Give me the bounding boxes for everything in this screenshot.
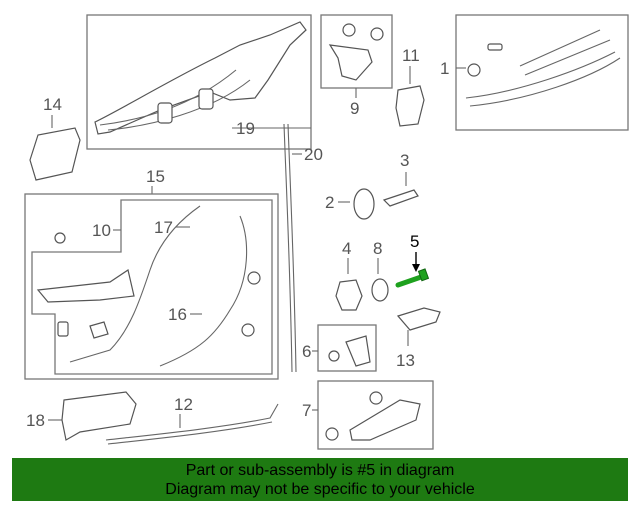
callout-16: 16 [168,305,187,324]
callout-19: 19 [236,119,255,138]
parts-diagram: 19 9 11 1 14 20 2 [24,14,629,450]
part-16-cable [159,215,248,367]
callout-13: 13 [396,351,415,370]
callout-7: 7 [302,401,311,420]
part-19-group: 19 [86,14,312,150]
part-12-group: 12 [105,395,279,445]
callout-6: 6 [302,342,311,361]
part-16-clip-b [241,323,255,337]
part-1-grommet [467,63,481,77]
outside-handle-frame-shape [94,21,307,135]
part-7-bolt-b [325,427,339,441]
part-11-group: 11 [395,46,425,127]
part-2-striker-plate [353,188,375,220]
callout-15: 15 [146,167,165,186]
part-2-3-group: 2 3 [325,151,419,220]
part-9-bolt-a [342,23,356,37]
part-20-group: 20 [283,123,323,373]
part-1-molding [519,29,611,76]
part-6-bolt [328,350,340,362]
part-9-bracket [328,44,373,81]
part-10-frame [31,199,273,375]
part-3-striker-bolt [382,189,419,207]
part-6-bracket [345,335,371,367]
callout-3: 3 [400,151,409,170]
part-10-clip [57,321,69,337]
part-7-check-link [349,399,421,441]
part-5-group: 5 [395,232,430,288]
info-banner: Part or sub-assembly is #5 in diagram Di… [12,458,628,501]
part-1-group: 1 [440,14,629,131]
part-19-frame [86,14,312,150]
part-16-clip-a [247,271,261,285]
callout-11: 11 [402,46,420,65]
part-14-group: 14 [29,95,81,181]
callout-20: 20 [304,145,323,164]
callout-8: 8 [373,239,382,258]
part-15-group: 15 10 17 16 [24,167,279,380]
callout-9: 9 [350,99,359,118]
callout-2: 2 [325,193,334,212]
part-12-rod [105,403,279,445]
part-13-bracket [396,307,441,331]
part-5-screw [395,273,427,288]
callout-1: 1 [440,59,449,78]
part-17-cable [69,205,201,363]
part-10-grommet [54,232,66,244]
callout-12: 12 [174,395,193,414]
part-10-cap [89,321,109,339]
part-5-screw-head [417,268,430,282]
part-1-strip [465,51,621,107]
part-1-frame [455,14,629,131]
part-7-frame [317,380,434,450]
part-20-rod [283,123,297,373]
part-10-inside-handle [36,269,135,303]
part-11-hinge [395,85,425,127]
callout-4: 4 [342,239,351,258]
callout-18: 18 [26,411,45,430]
part-9-group: 9 [320,14,393,118]
part-18-group: 18 [26,391,137,441]
callout-5: 5 [410,232,419,251]
part-6-frame [317,324,377,372]
part-7-group: 7 [302,380,434,450]
part-7-bolt-a [369,391,383,405]
part-19-clip-b [198,88,214,110]
part-9-bolt-b [370,27,384,41]
part-4-plate [335,279,363,311]
callout-14: 14 [43,95,62,114]
part-8-washer [371,278,389,302]
part-1-clip [487,43,503,51]
part-18-actuator [61,391,137,441]
banner-line-1: Part or sub-assembly is #5 in diagram [185,462,455,479]
callout-10: 10 [92,221,111,240]
banner-line-2: Diagram may not be specific to your vehi… [165,481,475,498]
part-13-group: 13 [396,307,441,370]
leader-5-arrow [412,264,420,272]
part-6-group: 6 [302,324,377,372]
part-4-8-group: 4 8 [335,239,389,311]
part-14-handle [29,127,81,181]
callout-17: 17 [154,218,173,237]
part-15-frame [24,193,279,380]
part-19-clip-a [157,102,173,124]
